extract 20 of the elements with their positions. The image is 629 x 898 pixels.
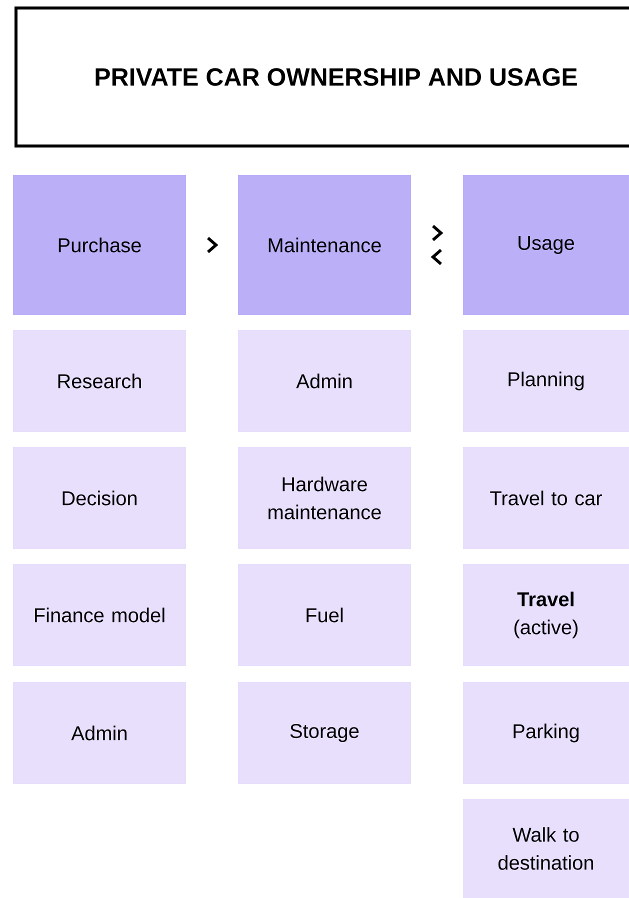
step-box: Admin <box>13 682 186 784</box>
step-box: Walk to destination <box>463 799 629 898</box>
chevron-arrow <box>432 224 444 242</box>
step-box: Finance model <box>13 564 186 666</box>
stage-box: Purchase <box>13 175 186 315</box>
step-box: Travel (active) <box>463 564 629 666</box>
step-box: Fuel <box>238 564 411 666</box>
stage-box: Maintenance <box>238 175 411 315</box>
stage-box: Usage <box>463 175 629 315</box>
step-box: Hardware maintenance <box>238 447 411 549</box>
step-box: Storage <box>238 682 411 784</box>
title-box: PRIVATE CAR OWNERSHIP AND USAGE <box>14 6 629 148</box>
step-box: Planning <box>463 330 629 432</box>
step-box: Decision <box>13 447 186 549</box>
step-box: Admin <box>238 330 411 432</box>
chevron-arrow <box>207 236 218 254</box>
step-box: Travel to car <box>463 447 629 549</box>
step-box: Parking <box>463 682 629 784</box>
chevron-arrow <box>430 248 442 266</box>
step-box: Research <box>13 330 186 432</box>
